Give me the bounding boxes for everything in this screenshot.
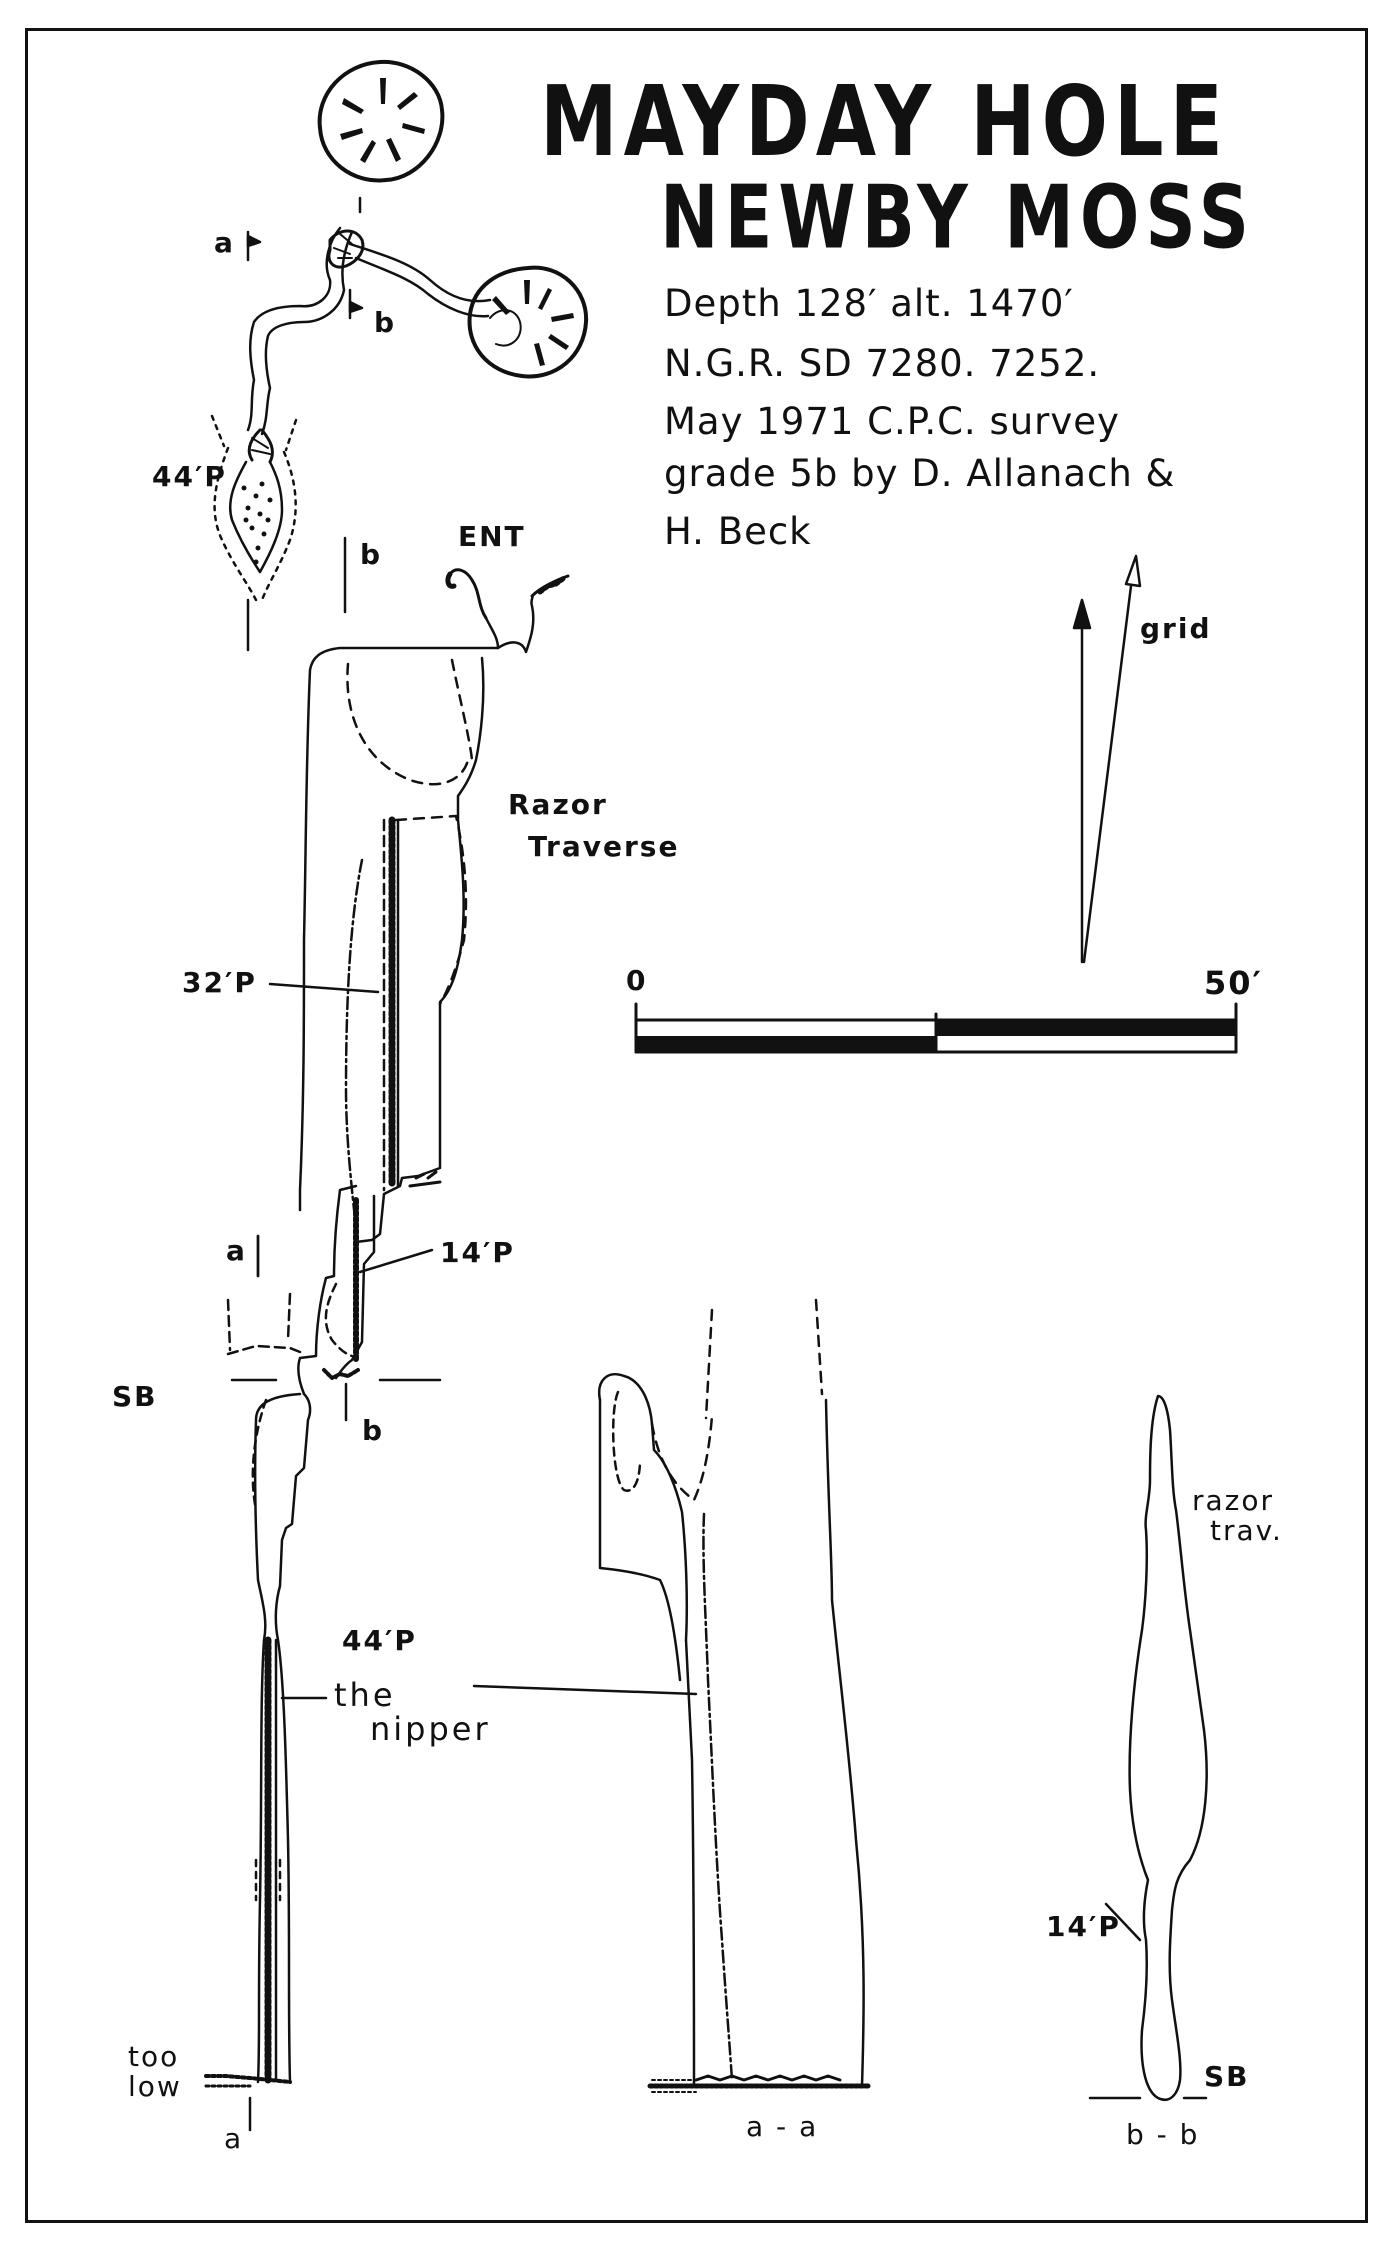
north-arrow-icon — [1072, 554, 1142, 964]
info-date: May 1971 C.P.C. survey — [664, 400, 1120, 443]
label-low: low — [128, 2070, 182, 2103]
label-elev-b-top: b — [360, 538, 383, 571]
plan-fill-dots — [241, 481, 273, 565]
label-razor-trav-1: razor — [1192, 1484, 1275, 1517]
label-pitch-44p: 44′P — [342, 1624, 417, 1657]
label-plan-a: a — [214, 226, 235, 259]
label-pitch-14p: 14′P — [440, 1236, 515, 1269]
shakehole-icon-right — [467, 265, 589, 379]
section-b-b — [1088, 1394, 1208, 2101]
info-author2: H. Beck — [664, 510, 812, 553]
label-pitch-32p: 32′P — [182, 966, 257, 999]
label-north-grid: grid — [1140, 612, 1212, 645]
label-bb-sb: SB — [1204, 2060, 1250, 2093]
info-ngr: N.G.R. SD 7280. 7252. — [664, 342, 1101, 385]
label-razor-trav-2: trav. — [1210, 1514, 1283, 1547]
label-section-aa: a - a — [746, 2110, 819, 2143]
survey-title-line2: NEWBY MOSS — [660, 166, 1256, 269]
info-depth: Depth 128′ alt. 1470′ — [664, 282, 1074, 325]
label-elev-a-bottom: a — [224, 2122, 242, 2155]
label-elev-b-mid: b — [362, 1414, 385, 1447]
scale-bar — [634, 1002, 1238, 1054]
label-nipper: nipper — [370, 1710, 491, 1748]
plan-view — [210, 196, 492, 602]
shakehole-icon-top — [317, 59, 445, 183]
survey-title-line1: MAYDAY HOLE — [540, 66, 1229, 179]
label-plan-44p: 44′P — [152, 460, 227, 493]
plan-section-markers — [246, 230, 364, 652]
label-sb: SB — [112, 1380, 158, 1413]
label-section-bb: b - b — [1126, 2118, 1200, 2151]
elevation-view — [204, 536, 570, 2132]
label-scale-min: 0 — [626, 964, 648, 997]
label-scale-max: 50′ — [1204, 964, 1263, 1002]
label-the: the — [334, 1676, 396, 1714]
info-grade: grade 5b by D. Allanach & — [664, 452, 1176, 495]
label-too: too — [128, 2040, 180, 2073]
label-traverse: Traverse — [528, 830, 680, 863]
label-razor: Razor — [508, 788, 608, 821]
survey-frame — [25, 28, 1368, 2223]
label-ent: ENT — [458, 520, 526, 553]
label-bb-14p: 14′P — [1046, 1910, 1121, 1943]
section-a-a — [472, 1298, 873, 2093]
label-plan-b: b — [374, 306, 397, 339]
label-elev-a-mid: a — [226, 1234, 247, 1267]
